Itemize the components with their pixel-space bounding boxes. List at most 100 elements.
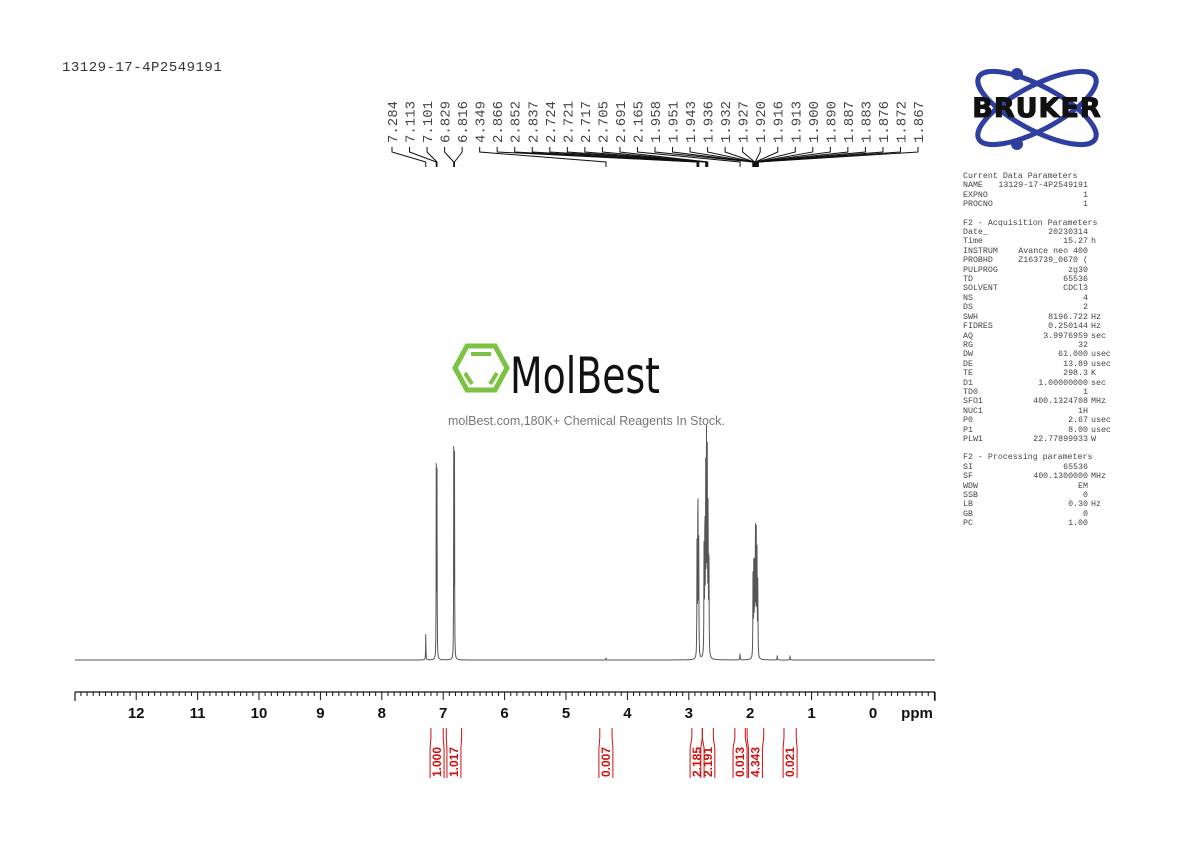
peak-label: 2.852 (509, 101, 525, 143)
peak-label: 1.890 (824, 101, 840, 143)
peak-label: 1.883 (859, 101, 875, 143)
param-row-date: Date_20230314 (963, 228, 1088, 238)
axis-tick-label: 8 (378, 705, 386, 722)
axis-tick-label: 6 (500, 705, 508, 722)
integral-value: 0.007 (599, 747, 613, 777)
peak-label: 1.951 (667, 101, 683, 143)
peak-label: 1.867 (912, 101, 928, 143)
peak-label: 6.829 (439, 101, 455, 143)
peak-label: 4.349 (474, 101, 490, 143)
peak-label: 1.887 (842, 101, 858, 143)
molbest-logo-text: MolBest (510, 347, 660, 401)
current-params-title: Current Data Parameters (963, 172, 1078, 181)
peak-label: 1.900 (807, 101, 823, 143)
peak-label: 2.724 (544, 101, 560, 143)
peak-label: 1.916 (772, 101, 788, 143)
peak-label: 2.705 (596, 101, 612, 143)
peak-label: 2.691 (614, 101, 630, 143)
bruker-logo-text: BRUKER (972, 93, 1101, 124)
molbest-watermark-logo: MolBest (452, 343, 682, 405)
peak-label: 1.913 (789, 101, 805, 143)
sample-id: 13129-17-4P2549191 (62, 60, 223, 76)
integral-value: 1.017 (447, 747, 461, 777)
axis-tick-label: 0 (869, 705, 877, 722)
peak-label: 1.927 (737, 101, 753, 143)
peak-label: 1.872 (894, 101, 910, 143)
integral-value: 2.191 (701, 747, 715, 777)
peak-label: 1.932 (719, 101, 735, 143)
benzene-ring-icon (452, 343, 510, 393)
integral-value: 0.021 (783, 747, 797, 777)
peak-label: 1.876 (877, 101, 893, 143)
peak-label: 1.943 (684, 101, 700, 143)
axis-tick-label: 7 (439, 705, 447, 722)
peak-label: 2.866 (491, 101, 507, 143)
peak-label: 7.113 (404, 101, 420, 143)
peak-label: 1.920 (754, 101, 770, 143)
molbest-tagline: molBest.com,180K+ Chemical Reagents In S… (448, 414, 725, 428)
peak-label: 7.101 (421, 101, 437, 143)
peak-label: 2.717 (579, 101, 595, 143)
integral-value: 1.000 (430, 747, 444, 777)
processing-params-title: F2 - Processing parameters (963, 453, 1093, 463)
peak-label: 1.958 (649, 101, 665, 143)
peak-label: 2.721 (561, 101, 577, 143)
peak-label: 2.837 (526, 101, 542, 143)
peak-label: 6.816 (456, 101, 472, 143)
integral-value: 0.013 (733, 747, 747, 777)
axis-tick-label: 2 (746, 705, 754, 722)
integral-value: 4.343 (748, 747, 762, 777)
axis-tick-label: 11 (190, 705, 206, 722)
acquisition-params-title: F2 - Acquisition Parameters (963, 218, 1098, 228)
axis-tick-label: 3 (685, 705, 693, 722)
peak-label: 7.284 (386, 101, 402, 143)
peak-label-connectors (391, 147, 919, 167)
peak-label: 1.936 (702, 101, 718, 143)
peak-label: 2.165 (631, 101, 647, 143)
spectrum-trace (75, 424, 935, 661)
axis-tick-label: 5 (562, 705, 570, 722)
axis-tick-label: 4 (623, 705, 632, 722)
axis-tick-label: 12 (128, 705, 145, 722)
axis-tick-label: 10 (251, 705, 268, 722)
axis-unit-label: ppm (901, 705, 933, 722)
axis-tick-label: 1 (807, 705, 815, 722)
axis-tick-label: 9 (316, 705, 324, 722)
